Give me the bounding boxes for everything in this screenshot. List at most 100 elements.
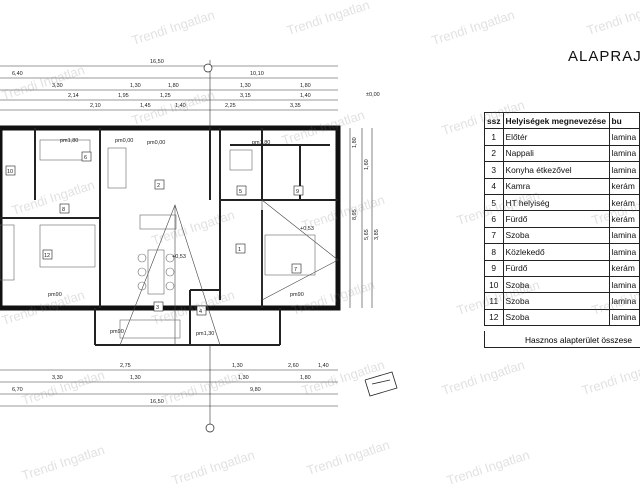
dim-r3-0: 3,30 (52, 83, 63, 89)
cell-finish: lamina (608, 275, 640, 294)
cell-num: 1 (484, 128, 504, 146)
room-number: 6 (84, 155, 87, 161)
cell-finish: lamina (608, 292, 640, 310)
cell-name: Szoba (502, 308, 610, 327)
cell-finish: kerám (608, 193, 640, 212)
cell-num: 5 (484, 193, 504, 212)
dim-r5-0: 2,10 (90, 103, 101, 109)
dim-right-0: 8,95 (352, 209, 358, 220)
dim-b1-1: 1,30 (232, 363, 243, 369)
dim-b2-2: 1,30 (238, 375, 249, 381)
cell-finish: lamina (608, 161, 640, 179)
cell-name: HT helyiség (502, 193, 610, 212)
room-level-label: pm1,80 (252, 140, 270, 146)
dim-r4-3: 3,15 (240, 93, 251, 99)
cell-finish: lamina (608, 144, 640, 163)
cell-name: Szoba (502, 292, 610, 310)
dim-r5-2: 1,40 (175, 103, 186, 109)
cell-name: Fürdő (502, 259, 610, 277)
room-number: 1 (238, 247, 241, 253)
cell-finish: kerám (608, 259, 640, 277)
dim-r4-1: 1,95 (118, 93, 129, 99)
dim-r3-1: 1,30 (130, 83, 141, 89)
cell-finish: lamina (608, 128, 640, 146)
dim-b2-0: 3,30 (52, 375, 63, 381)
dim-r3-4: 1,80 (300, 83, 311, 89)
dim-right-2: 3,85 (374, 229, 380, 240)
dim-top-b: 10,10 (250, 71, 264, 77)
room-number-boxes (5, 151, 304, 316)
dim-top-a: 6,40 (12, 71, 23, 77)
cell-num: 3 (484, 161, 504, 179)
dim-right-3: 1,60 (364, 159, 370, 170)
dim-r4-4: 1,40 (300, 93, 311, 99)
room-level-label: pm1,80 (60, 138, 78, 144)
room-level-label: pm0,00 (115, 138, 133, 144)
col-header-name: Helyiségek megnevezése (502, 111, 610, 130)
dim-b3-0: 6,70 (12, 387, 23, 393)
north-arrow (364, 371, 398, 397)
cell-num: 6 (484, 210, 504, 228)
cell-name: Szoba (502, 226, 610, 245)
interior-walls (0, 128, 338, 346)
cell-name: Nappali (502, 144, 610, 163)
cell-name: Előtér (502, 128, 610, 146)
dim-total-top: 16,50 (150, 59, 164, 65)
level-top: ±0,00 (366, 92, 380, 98)
room-diagonals (119, 199, 339, 346)
cell-num: 12 (484, 308, 504, 327)
room-number: 7 (294, 267, 297, 273)
dim-r5-1: 1,45 (140, 103, 151, 109)
room-level-label: +0,53 (300, 226, 314, 232)
room-level-label: pm1,30 (196, 331, 214, 337)
table-header-row: ssz Helyiségek megnevezése bu (484, 111, 640, 130)
cell-num: 9 (484, 259, 504, 277)
cell-name: Szoba (502, 275, 610, 294)
room-number: 9 (296, 189, 299, 195)
axis-markers (203, 63, 215, 433)
col-header-ssz: ssz (484, 111, 504, 130)
plan-title: ALAPRAJ (568, 48, 640, 65)
dim-right-1: 5,65 (364, 229, 370, 240)
cell-name: Kamra (502, 177, 610, 195)
cell-finish: lamina (608, 308, 640, 327)
dim-b2-1: 1,30 (130, 375, 141, 381)
cell-name: Fürdő (502, 210, 610, 228)
exterior-walls (0, 125, 341, 311)
room-level-label: pm90 (110, 329, 124, 335)
dim-r4-0: 2,14 (68, 93, 79, 99)
cell-finish: lamina (608, 226, 640, 245)
room-number: 4 (199, 309, 202, 315)
area-summary: Hasznos alapterület összese (484, 331, 640, 348)
dim-right-4: 1,80 (352, 137, 358, 148)
room-number: 8 (62, 207, 65, 213)
cell-num: 2 (484, 144, 504, 163)
dim-r5-4: 3,35 (290, 103, 301, 109)
dim-r3-3: 1,30 (240, 83, 251, 89)
room-number: 3 (156, 305, 159, 311)
dim-b1-2: 2,60 (288, 363, 299, 369)
dimension-lines (0, 60, 373, 425)
cell-num: 10 (484, 275, 504, 294)
dim-b2-3: 1,80 (300, 375, 311, 381)
cell-num: 4 (484, 177, 504, 195)
dim-r5-3: 2,25 (225, 103, 236, 109)
room-level-label: +0,53 (172, 254, 186, 260)
dim-b3-1: 9,80 (250, 387, 261, 393)
dim-total-bottom: 16,50 (150, 399, 164, 405)
room-number: 5 (239, 189, 242, 195)
room-number: 12 (44, 253, 50, 259)
room-number: 2 (157, 183, 160, 189)
